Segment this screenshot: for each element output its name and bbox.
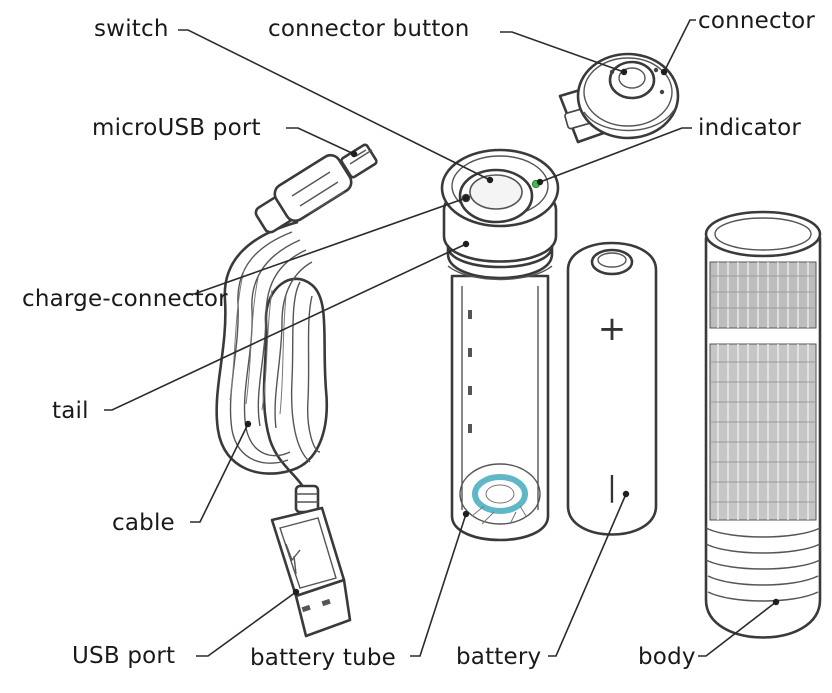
label-cable: cable: [112, 510, 175, 536]
leader-switch: [178, 29, 491, 181]
leader-indicator: [539, 127, 692, 183]
label-switch: switch: [94, 16, 169, 42]
leader-battery: [548, 493, 627, 657]
microusb-plug: [254, 143, 378, 234]
leader-body: [698, 601, 777, 657]
leader-cable: [190, 423, 249, 523]
leader-usb-port: [196, 591, 297, 657]
leader-charge-connector: [186, 197, 467, 295]
label-connector-button: connector button: [268, 16, 470, 42]
knurled-grip: [709, 261, 817, 521]
flashlight-body: [704, 210, 822, 639]
usb-a-plug: [270, 484, 352, 638]
label-usb-port: USB port: [72, 643, 176, 669]
leader-microusb-port: [286, 127, 355, 155]
battery-tube: [440, 148, 560, 542]
battery-minus-symbol: |: [607, 470, 616, 503]
leader-connector: [663, 19, 696, 73]
label-tail: tail: [52, 398, 89, 424]
connector-module: [558, 52, 680, 144]
tube-markings: [468, 310, 472, 433]
label-charge-connector: charge-connector: [22, 286, 228, 312]
leader-lines: [104, 19, 780, 657]
label-body: body: [638, 644, 696, 670]
label-battery-tube: battery tube: [250, 645, 397, 671]
coiled-cable: [215, 220, 328, 501]
leader-tail: [104, 243, 467, 411]
cable-assembly: [215, 143, 378, 638]
label-battery: battery: [456, 644, 542, 670]
leader-battery-tube: [410, 513, 467, 657]
battery-plus-symbol: +: [598, 309, 627, 349]
battery-cell: + |: [566, 241, 658, 536]
label-microusb-port: microUSB port: [92, 115, 261, 141]
label-connector: connector: [698, 8, 816, 34]
leader-connector-button: [500, 31, 625, 73]
label-indicator: indicator: [698, 115, 802, 141]
